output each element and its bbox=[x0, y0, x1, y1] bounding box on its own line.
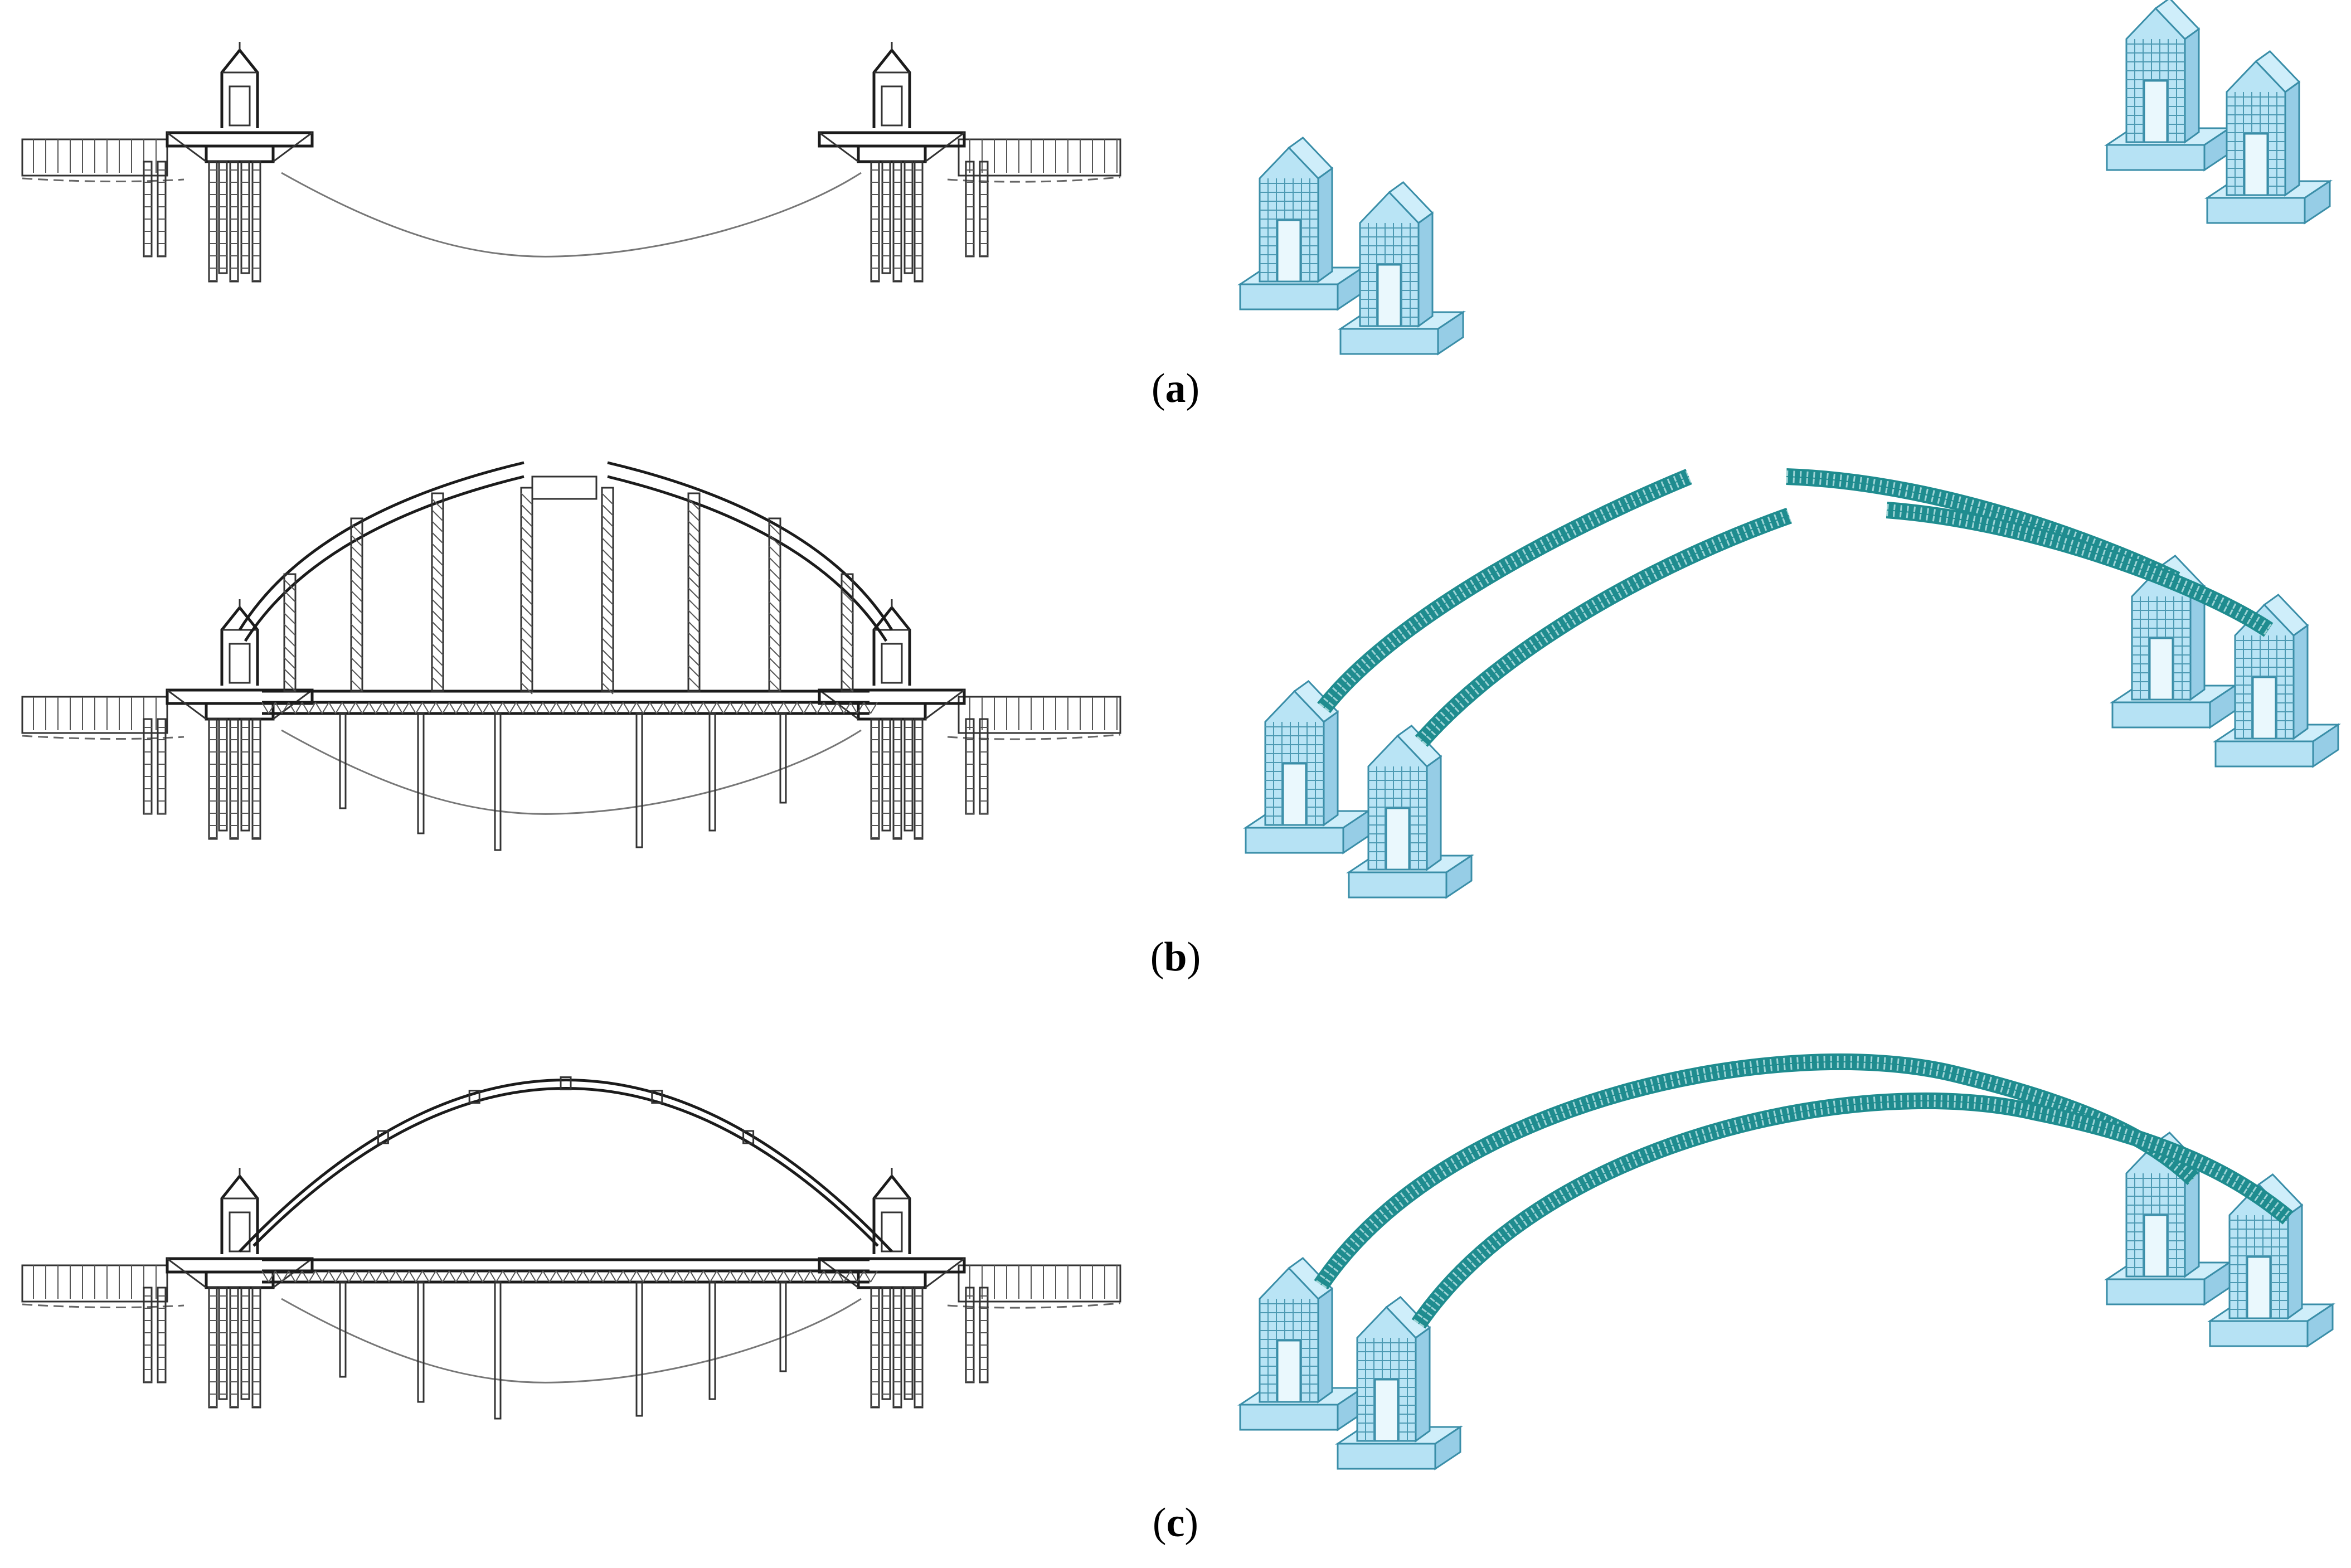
pier-opening bbox=[1276, 219, 1301, 283]
piles bbox=[870, 718, 989, 840]
pier-front-left bbox=[1237, 137, 1366, 311]
river-bed bbox=[281, 172, 862, 258]
pier-rear-left bbox=[1338, 181, 1466, 356]
pile-cap bbox=[857, 1270, 927, 1289]
pile-cap bbox=[205, 702, 275, 721]
temporary-supports bbox=[339, 1281, 787, 1420]
piles bbox=[870, 161, 989, 283]
tower bbox=[872, 605, 911, 686]
ground-left bbox=[22, 735, 184, 740]
tower bbox=[220, 605, 259, 686]
tower-opening bbox=[881, 643, 903, 684]
caption-b: (b) bbox=[1150, 934, 1201, 980]
piles bbox=[143, 718, 261, 840]
pier-opening bbox=[1385, 807, 1410, 871]
tower bbox=[872, 1173, 911, 1254]
ground-right bbox=[947, 734, 1121, 740]
deck-cap bbox=[166, 131, 314, 148]
rib-segment-2 bbox=[1415, 507, 1793, 747]
pile-cap bbox=[205, 144, 275, 163]
tower bbox=[220, 47, 259, 128]
deck-truss bbox=[261, 1258, 878, 1420]
arch-joints bbox=[377, 1076, 755, 1144]
tower-opening bbox=[229, 85, 251, 127]
approach-hatching bbox=[33, 139, 1118, 173]
pier-opening bbox=[1377, 264, 1402, 327]
deck-truss bbox=[261, 690, 878, 851]
pile-cap bbox=[857, 702, 927, 721]
pier-mesh bbox=[1260, 178, 1318, 281]
right-approach bbox=[958, 696, 1121, 734]
falsework-towers bbox=[283, 487, 854, 695]
pier-front-left bbox=[1237, 1257, 1366, 1431]
pier-opening bbox=[2252, 676, 2277, 740]
pile-cap bbox=[205, 1270, 275, 1289]
river-bed bbox=[281, 729, 862, 815]
tower-opening bbox=[229, 643, 251, 684]
closed-arch bbox=[239, 1076, 893, 1253]
ground-right bbox=[947, 176, 1121, 183]
pier-opening bbox=[1282, 763, 1307, 826]
pier-front-right bbox=[2104, 0, 2232, 172]
caption-a: (a) bbox=[1151, 366, 1200, 411]
deck-cap bbox=[818, 131, 966, 148]
closure-segment bbox=[531, 475, 598, 500]
elevation-drawing-c bbox=[21, 1076, 1121, 1420]
model-3d-b bbox=[1243, 468, 2341, 899]
caption-c-label: c bbox=[1166, 1500, 1185, 1546]
pier-opening bbox=[1374, 1378, 1399, 1442]
piles bbox=[143, 161, 261, 283]
tower bbox=[220, 1173, 259, 1254]
caption-c: (c) bbox=[1152, 1500, 1199, 1546]
rib-segment-1 bbox=[1317, 469, 1692, 713]
right-approach bbox=[958, 1264, 1121, 1303]
pier-rear-left bbox=[1335, 1296, 1463, 1470]
pier-rear-right bbox=[2213, 594, 2341, 768]
elevation-drawing-a bbox=[21, 42, 1121, 283]
arch-segments bbox=[238, 461, 893, 695]
ground-left bbox=[22, 177, 184, 183]
right-abutment bbox=[818, 42, 989, 283]
approach-hatching bbox=[33, 1265, 1118, 1299]
left-abutment bbox=[143, 42, 314, 283]
river-bed bbox=[281, 1298, 862, 1383]
tower-opening bbox=[881, 85, 903, 127]
tower bbox=[872, 47, 911, 128]
pier-front-right bbox=[2110, 555, 2238, 729]
pier-opening bbox=[2246, 1256, 2271, 1319]
pier-opening bbox=[2143, 1214, 2168, 1278]
pier-opening bbox=[1276, 1339, 1301, 1403]
caption-b-label: b bbox=[1164, 934, 1187, 980]
left-abutment bbox=[143, 1168, 314, 1409]
closed-rib-rear bbox=[1411, 1092, 2294, 1329]
model-3d-a bbox=[1237, 0, 2333, 356]
piles bbox=[870, 1287, 989, 1409]
piles bbox=[143, 1287, 261, 1409]
ground-right bbox=[947, 1302, 1121, 1309]
pier-opening bbox=[2143, 80, 2168, 143]
ground-left bbox=[22, 1303, 184, 1309]
pier-rear-right bbox=[2204, 50, 2333, 225]
elevation-drawing-b bbox=[21, 461, 1121, 851]
approach-hatching bbox=[33, 697, 1118, 730]
pier-opening bbox=[2149, 637, 2174, 701]
pier-opening bbox=[2243, 133, 2269, 196]
rib-segment-4 bbox=[1886, 502, 2274, 637]
left-abutment bbox=[143, 599, 314, 840]
pile-cap bbox=[857, 144, 927, 163]
caption-a-label: a bbox=[1165, 366, 1186, 411]
pier-front-left bbox=[1243, 680, 1371, 855]
temporary-supports bbox=[339, 712, 787, 851]
pier-rear-right bbox=[2207, 1173, 2335, 1348]
right-approach bbox=[958, 138, 1121, 177]
model-3d-c bbox=[1237, 1053, 2335, 1470]
pier-rear-left bbox=[1346, 725, 1474, 899]
right-abutment bbox=[818, 599, 989, 840]
closed-rib-front bbox=[1314, 1053, 2199, 1290]
